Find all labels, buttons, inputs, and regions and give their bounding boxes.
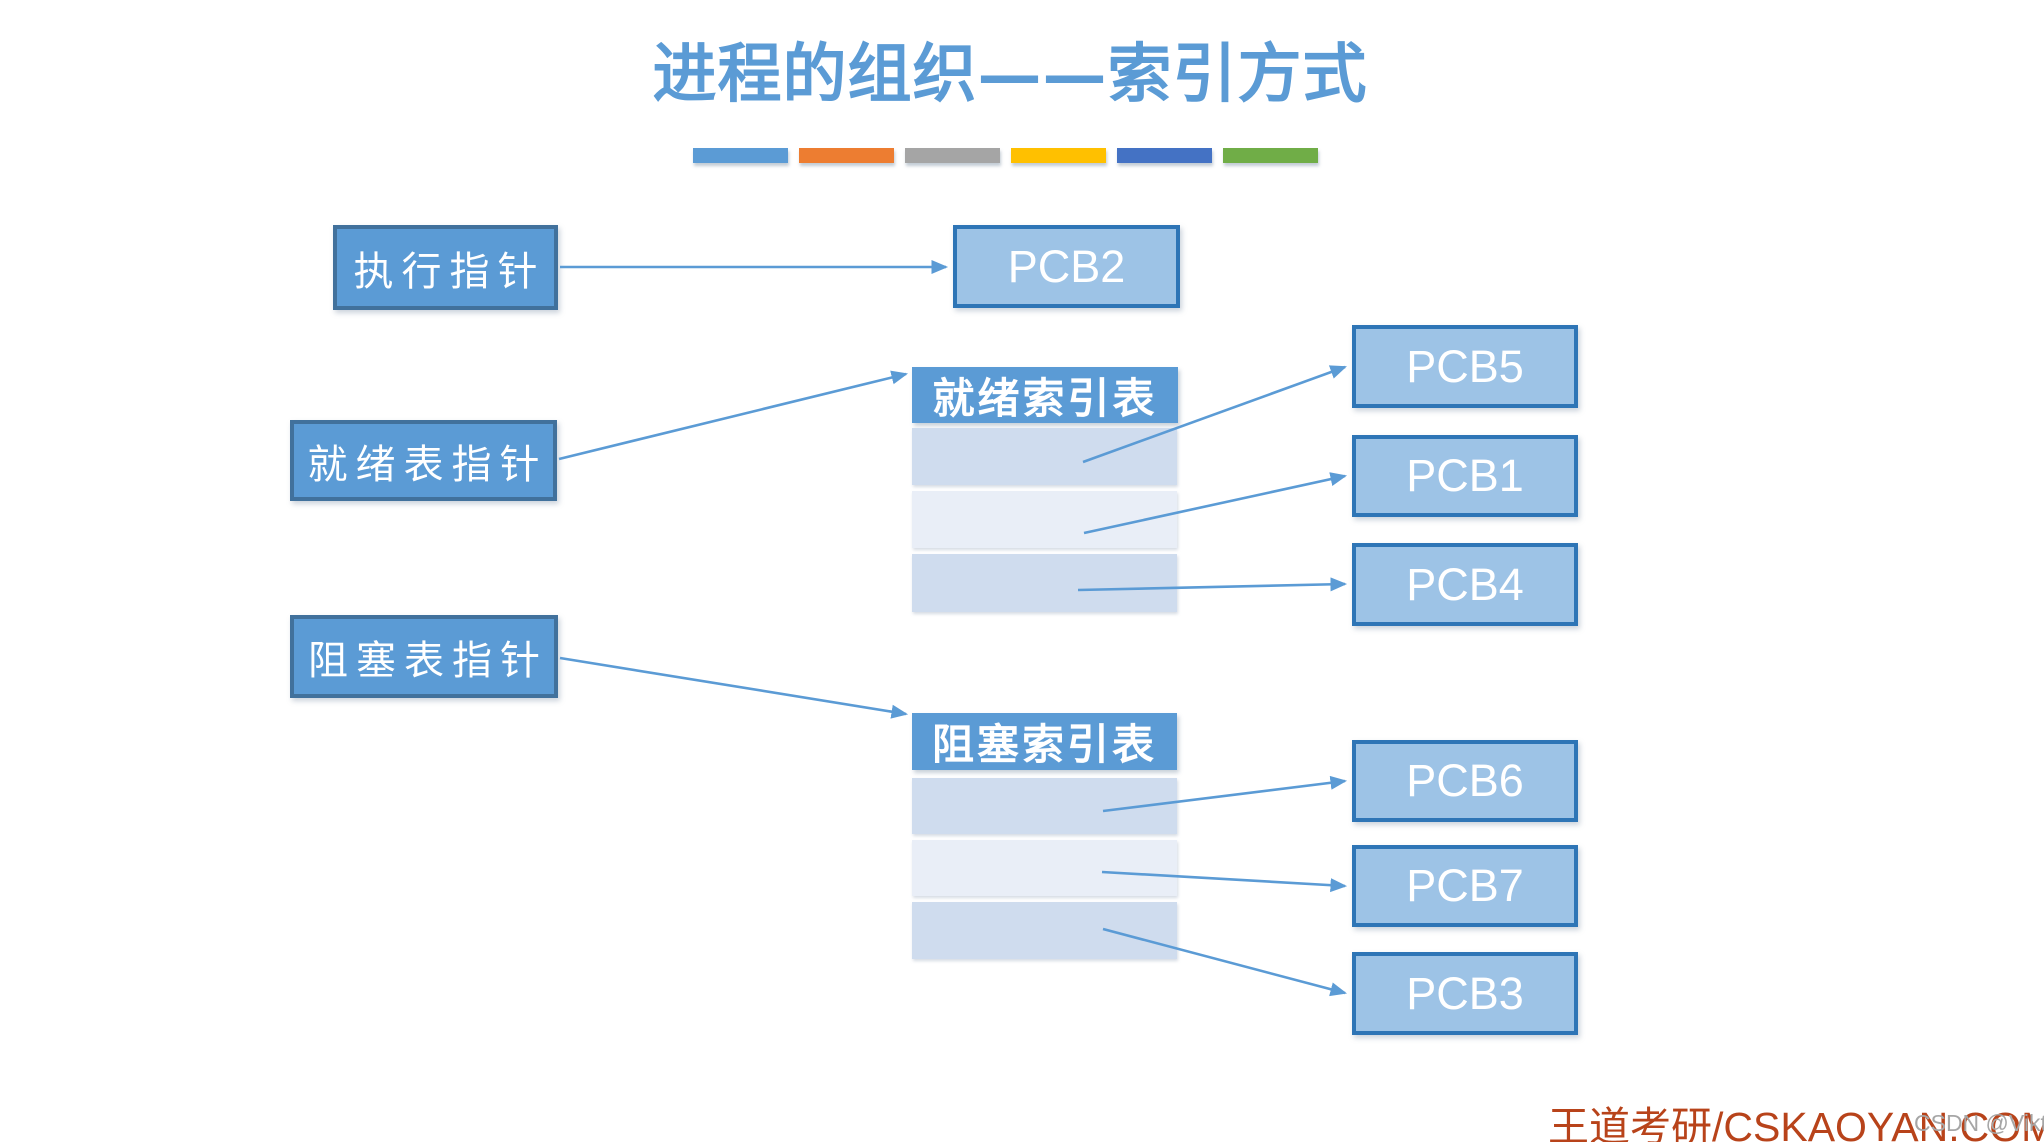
ready-list-pointer-box: 就绪表指针 — [290, 420, 557, 501]
accent-bar-orange — [799, 148, 894, 163]
brand-text: 王道考研/CSKAOYAN.COM — [1548, 1104, 2044, 1142]
blocked-index-table-header: 阻塞索引表 — [912, 713, 1177, 770]
pcb6-label: PCB6 — [1406, 755, 1524, 806]
accent-bar-gold — [1011, 148, 1106, 163]
pcb5-box: PCB5 — [1352, 325, 1578, 408]
blocked-index-table-title: 阻塞索引表 — [931, 720, 1157, 769]
pcb1-box: PCB1 — [1352, 435, 1578, 517]
pcb5-label: PCB5 — [1406, 340, 1524, 392]
exec-pointer-box: 执行指针 — [333, 225, 558, 310]
pcb7-box: PCB7 — [1352, 845, 1578, 927]
pcb2-box: PCB2 — [953, 225, 1180, 308]
accent-bar-blue — [693, 148, 788, 163]
blocked-index-row-2 — [912, 840, 1177, 896]
ready-index-row-2 — [912, 491, 1177, 548]
ready-index-row-3 — [912, 554, 1177, 612]
arrow-ready-pointer-to-ready-table — [558, 370, 909, 461]
pcb2-label: PCB2 — [1007, 240, 1126, 292]
ready-index-table-header: 就绪索引表 — [912, 367, 1178, 423]
pcb4-label: PCB4 — [1406, 558, 1524, 610]
ready-list-pointer-label: 就绪表指针 — [307, 441, 548, 488]
accent-bar-green — [1223, 148, 1318, 163]
pcb1-label: PCB1 — [1406, 450, 1524, 501]
blocked-index-row-1 — [912, 778, 1177, 834]
pcb7-label: PCB7 — [1406, 860, 1524, 911]
blocked-list-pointer-label: 阻塞表指针 — [308, 637, 548, 684]
ready-index-row-1 — [912, 428, 1177, 485]
blocked-index-row-3 — [912, 902, 1177, 959]
blocked-list-pointer-box: 阻塞表指针 — [290, 615, 558, 698]
pcb3-box: PCB3 — [1352, 952, 1578, 1035]
arrow-blocked-pointer-to-blocked-table — [559, 656, 909, 719]
exec-pointer-label: 执行指针 — [353, 248, 546, 295]
slide-title: 进程的组织——索引方式 — [652, 37, 1368, 112]
pcb6-box: PCB6 — [1352, 740, 1578, 822]
pcb4-box: PCB4 — [1352, 543, 1578, 626]
accent-bar-dark-blue — [1117, 148, 1212, 163]
csdn-watermark: CSDN @Viktoriae — [1914, 1110, 2044, 1136]
ready-index-table-title: 就绪索引表 — [932, 373, 1158, 423]
pcb3-label: PCB3 — [1406, 967, 1524, 1019]
accent-bar-gray — [905, 148, 1000, 163]
